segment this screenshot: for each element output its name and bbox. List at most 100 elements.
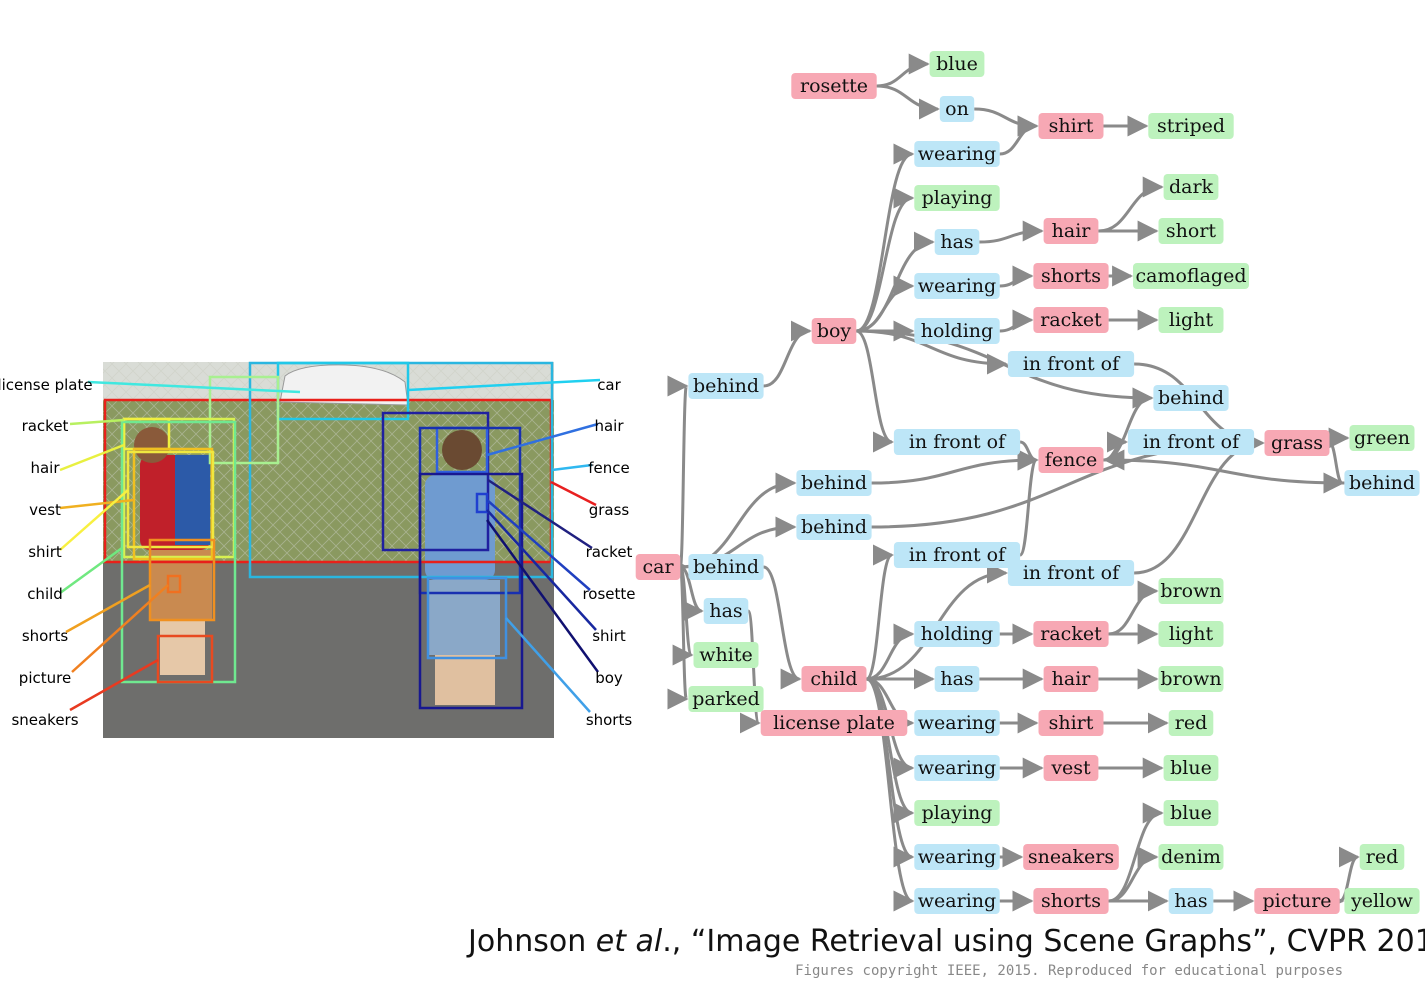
node-label: behind — [693, 375, 759, 397]
bbox-sneakers — [156, 634, 214, 684]
leader-racket-left — [69, 418, 125, 426]
bbox-racket-boy — [381, 411, 490, 552]
graph-node-denim: denim — [1158, 844, 1224, 870]
node-label: in front of — [1143, 431, 1241, 453]
node-box — [1344, 888, 1420, 914]
graph-node-shirt2: shirt — [1038, 710, 1104, 736]
node-label: playing — [922, 187, 993, 209]
photo-car — [279, 364, 409, 406]
leader-sneakers — [69, 658, 159, 712]
graph-node-hair2: hair — [1043, 666, 1099, 692]
graph-node-camoflaged: camoflaged — [1133, 263, 1249, 289]
leader-license-plate — [87, 380, 301, 394]
graph-node-wearing5: wearing — [914, 844, 1000, 870]
copyright-note: Figures copyright IEEE, 2015. Reproduced… — [795, 963, 1343, 979]
node-box — [693, 642, 759, 668]
graph-node-vest: vest — [1043, 755, 1099, 781]
graph-node-wearing1: wearing — [914, 141, 1000, 167]
leader-shorts-left — [65, 583, 151, 634]
node-box — [934, 229, 980, 255]
leader-shirt-right — [486, 509, 597, 631]
graph-node-wearing2: wearing — [914, 273, 1000, 299]
node-label: dark — [1169, 176, 1214, 198]
graph-node-licenseplate: license plate — [760, 710, 908, 736]
graph-node-infront3: in front of — [1127, 429, 1255, 455]
graph-node-wearing6: wearing — [914, 888, 1000, 914]
node-box — [893, 542, 1021, 568]
graph-edge-child-wearing6 — [865, 677, 915, 912]
graph-node-has1: has — [934, 229, 980, 255]
node-box — [1038, 710, 1104, 736]
node-label: shirt — [1049, 115, 1094, 137]
node-box — [801, 666, 867, 692]
graph-edge-car-behind1 — [666, 376, 689, 569]
leader-hair-left — [59, 443, 125, 472]
node-label: denim — [1161, 846, 1221, 868]
node-label: brown — [1160, 668, 1221, 690]
node-box — [1158, 218, 1224, 244]
node-label: vest — [1050, 757, 1091, 779]
node-label: shorts — [1041, 890, 1101, 912]
graph-edge-infront4-fence — [1017, 449, 1039, 557]
graph-node-green: green — [1349, 425, 1415, 451]
leader-picture — [71, 584, 169, 673]
node-box — [1264, 430, 1330, 456]
graph-node-holding2: holding — [914, 621, 1000, 647]
graph-node-has4: has — [1168, 888, 1214, 914]
node-box — [688, 373, 764, 399]
graph-node-behind4: behind — [796, 470, 872, 496]
node-label: wearing — [918, 890, 996, 912]
node-label: license plate — [773, 712, 895, 734]
photo-label-left: picture — [19, 669, 71, 687]
node-label: green — [1354, 427, 1410, 449]
node-box — [939, 96, 975, 122]
node-label: shirt — [1049, 712, 1094, 734]
graph-node-on: on — [939, 96, 975, 122]
node-label: light — [1169, 309, 1214, 331]
node-box — [1158, 578, 1224, 604]
graph-node-behind2: behind — [1153, 385, 1229, 411]
photo-label-left: vest — [29, 501, 61, 519]
photo-label-left: racket — [22, 417, 69, 435]
leader-fence — [551, 463, 593, 472]
node-label: blue — [1170, 802, 1212, 824]
photo-label-left: license plate — [0, 376, 93, 394]
leader-shorts-right — [505, 617, 591, 713]
graph-node-striped: striped — [1148, 113, 1234, 139]
graph-node-racket2: racket — [1033, 621, 1109, 647]
node-label: short — [1166, 220, 1217, 242]
node-box — [914, 141, 1000, 167]
graph-node-behind5: behind — [796, 514, 872, 540]
photo-label-right: car — [597, 376, 621, 394]
graph-node-hair1: hair — [1043, 218, 1099, 244]
graph-node-infront4: in front of — [893, 542, 1021, 568]
node-label: holding — [921, 623, 993, 645]
node-box — [914, 844, 1000, 870]
photo-child-vest — [175, 455, 210, 545]
right-label-column: carhairfencegrassracketrosetteshirtboysh… — [582, 376, 635, 729]
photo-label-right: hair — [594, 417, 624, 435]
graph-node-playing2: playing — [914, 800, 1000, 826]
photo-label-right: shorts — [586, 711, 633, 729]
photo-label-left: shirt — [28, 543, 62, 561]
node-box — [635, 554, 681, 580]
node-label: wearing — [918, 757, 996, 779]
node-box — [914, 273, 1000, 299]
graph-edge-on-shirt1 — [974, 107, 1039, 137]
node-box — [1033, 263, 1109, 289]
graph-node-red2: red — [1359, 844, 1405, 870]
node-box — [688, 686, 764, 712]
node-label: wearing — [918, 712, 996, 734]
photo-boy-head — [442, 430, 482, 470]
bbox-picture — [166, 574, 182, 594]
graph-edge-holding1-racket1 — [999, 309, 1034, 333]
node-box — [914, 755, 1000, 781]
graph-node-blue2: blue — [1163, 755, 1219, 781]
leader-vest — [59, 498, 135, 510]
node-label: in front of — [1023, 562, 1121, 584]
node-label: boy — [817, 320, 852, 342]
graph-node-playing1: playing — [914, 185, 1000, 211]
node-label: rosette — [800, 75, 868, 97]
node-label: has — [940, 231, 973, 253]
graph-edge-child-wearing5 — [865, 677, 915, 868]
